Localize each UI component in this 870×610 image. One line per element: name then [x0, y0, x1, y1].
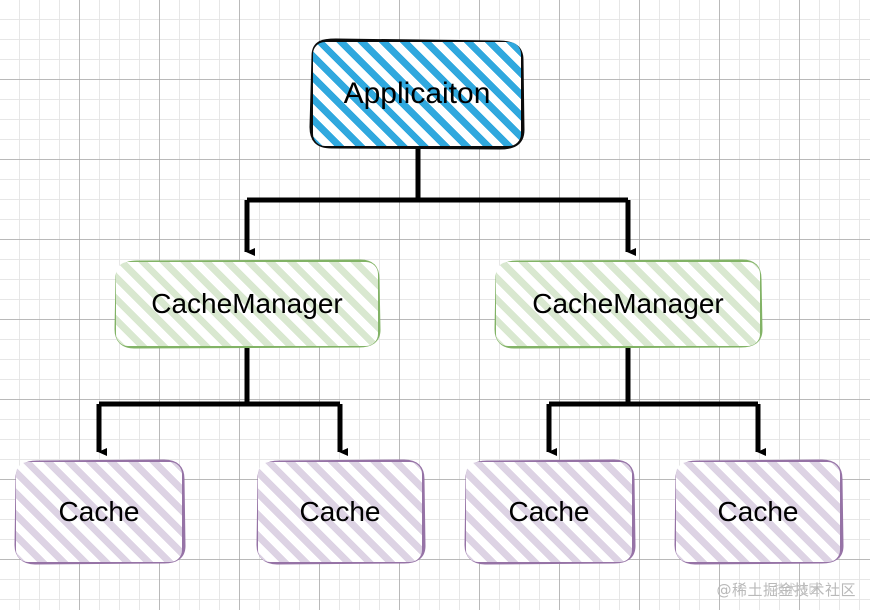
- cache-2-label: Cache: [299, 496, 381, 527]
- connector-app-to-managers: [244, 146, 636, 256]
- connector-manager2-to-caches: [546, 346, 766, 456]
- node-cachemanager-1[interactable]: [116, 262, 378, 346]
- application-label: Applicaiton: [343, 77, 491, 110]
- watermark-overlap-text: 技术社区: [774, 582, 821, 596]
- node-cache-1-label-wrap: Cache: [16, 462, 182, 562]
- cache3-fill: [466, 462, 632, 562]
- node-cache-3-label-wrap: Cache: [466, 462, 632, 562]
- manager2-fill: [496, 262, 760, 346]
- node-cache-2-label-wrap: Cache: [258, 462, 422, 562]
- cache-4-label: Cache: [717, 496, 799, 527]
- cachemanager-1-label: CacheManager: [151, 288, 343, 319]
- cache4-fill: [676, 462, 840, 562]
- node-cache-1[interactable]: [16, 462, 182, 562]
- node-cache-2[interactable]: [258, 462, 422, 562]
- node-cachemanager-2[interactable]: [496, 262, 760, 346]
- watermark-text: @稀土掘金技术社区: [716, 581, 856, 599]
- connector-manager1-to-caches: [96, 346, 348, 456]
- manager1-fill: [116, 262, 378, 346]
- cachemanager-2-label: CacheManager: [532, 288, 724, 319]
- cache1-fill: [16, 462, 182, 562]
- node-cachemanager-1-label-wrap: CacheManager: [116, 262, 378, 346]
- node-application[interactable]: [313, 42, 521, 146]
- cache2-fill: [258, 462, 422, 562]
- node-cache-4[interactable]: [676, 462, 840, 562]
- cache-1-label: Cache: [58, 496, 140, 527]
- node-cache-4-label-wrap: Cache: [676, 462, 840, 562]
- node-application-label-wrap: Applicaiton: [313, 42, 521, 146]
- cache-3-label: Cache: [508, 496, 590, 527]
- node-cache-3[interactable]: [466, 462, 632, 562]
- watermark: @稀土掘金技术社区 技术社区: [716, 579, 856, 600]
- application-fill: [313, 42, 521, 146]
- node-cachemanager-2-label-wrap: CacheManager: [496, 262, 760, 346]
